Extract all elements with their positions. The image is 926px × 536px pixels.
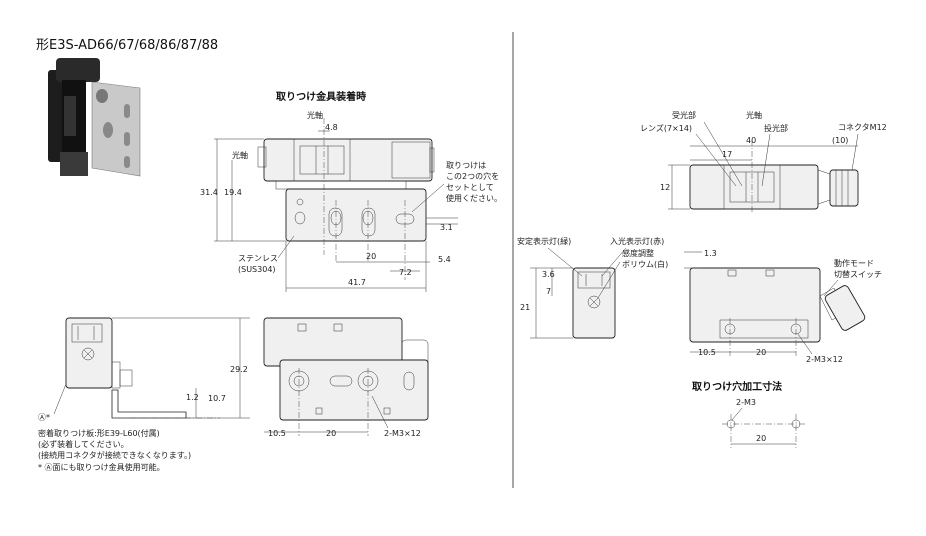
dim-10-5-right: 10.5 — [698, 348, 716, 357]
dim-7-2: 7.2 — [399, 268, 412, 277]
dim-20-mount: 20 — [366, 252, 376, 261]
note-mount-line-4: 使用ください。 — [446, 193, 502, 203]
dim-10-5-front: 10.5 — [268, 429, 286, 438]
dim-31-4: 31.4 — [200, 188, 218, 197]
bracket-note-3: (接続用コネクタが接続できなくなります。) — [38, 450, 191, 460]
label-stainless: ステンレス — [238, 254, 278, 263]
dim-19-4: 19.4 — [224, 188, 242, 197]
label-mode-switch-1: 動作モード — [834, 258, 874, 268]
label-optical-axis-left: 光軸 — [232, 150, 248, 160]
label-emitter: 投光部 — [764, 123, 788, 133]
dim-20-hole: 20 — [756, 434, 766, 443]
right-bottom-view — [689, 267, 866, 356]
bracket-note-4: * Ⓐ面にも取りつけ金具使用可能。 — [38, 462, 165, 472]
dim-1-2: 1.2 — [186, 393, 199, 402]
note-mount-line-2: この2つの穴を — [446, 171, 499, 181]
label-m3: 2-M3 — [736, 398, 756, 407]
bracket-note-2: (必ず装着してください。 — [38, 439, 129, 449]
label-volume: ボリウム(白) — [622, 259, 668, 269]
label-connector: コネクタM12 — [838, 123, 887, 132]
label-lens: レンズ(7×14) — [640, 123, 692, 133]
label-input-led: 入光表示灯(赤) — [610, 236, 664, 246]
dim-4-8: 4.8 — [325, 123, 338, 132]
dim-7: 7 — [546, 287, 551, 296]
dim-29-2: 29.2 — [230, 365, 248, 374]
dim-21: 21 — [520, 303, 530, 312]
label-sensitivity: 感度調整 — [622, 248, 654, 258]
label-mode-switch-2: 切替スイッチ — [834, 269, 882, 279]
dim-20-front: 20 — [326, 429, 336, 438]
dim-10-7: 10.7 — [208, 394, 226, 403]
label-stable-led: 安定表示灯(緑) — [517, 236, 571, 246]
mounted-sensor-view — [257, 118, 435, 280]
page-title: 形E3S-AD66/67/68/86/87/88 — [36, 38, 219, 53]
dim-5-4: 5.4 — [438, 255, 451, 264]
label-sus304: (SUS304) — [238, 265, 276, 274]
label-a-mark: Ⓐ* — [38, 413, 50, 422]
label-optical-axis-top: 光軸 — [307, 110, 323, 120]
hole-pattern — [722, 414, 806, 448]
bracket-front-view — [263, 317, 429, 436]
dim-3-1: 3.1 — [440, 223, 453, 232]
label-m3x12-right: 2-M3×12 — [806, 355, 843, 364]
heading-hole: 取りつけ穴加工寸法 — [692, 380, 782, 393]
right-top-view — [689, 140, 859, 214]
label-receiver: 受光部 — [672, 110, 696, 120]
dim-3-6: 3.6 — [542, 270, 555, 279]
dim-20-right: 20 — [756, 348, 766, 357]
dim-1-3: 1.3 — [704, 249, 717, 258]
bracket-side-view — [65, 317, 220, 419]
dim-41-7: 41.7 — [348, 278, 366, 287]
dim-40: 40 — [746, 136, 756, 145]
dim-17: 17 — [722, 150, 732, 159]
bracket-note-1: 密着取りつけ板:形E39-L60(付属) — [38, 428, 160, 438]
note-mount-line-1: 取りつけは — [446, 161, 486, 170]
product-photo — [48, 58, 141, 177]
heading-mount: 取りつけ金具装着時 — [276, 90, 366, 103]
dim-10: (10) — [832, 136, 848, 145]
right-end-view — [572, 267, 616, 339]
label-optical-axis-right: 光軸 — [746, 110, 762, 120]
label-m3x12-front: 2-M3×12 — [384, 429, 421, 438]
dim-12: 12 — [660, 183, 670, 192]
note-mount-line-3: セットとして — [446, 183, 494, 192]
